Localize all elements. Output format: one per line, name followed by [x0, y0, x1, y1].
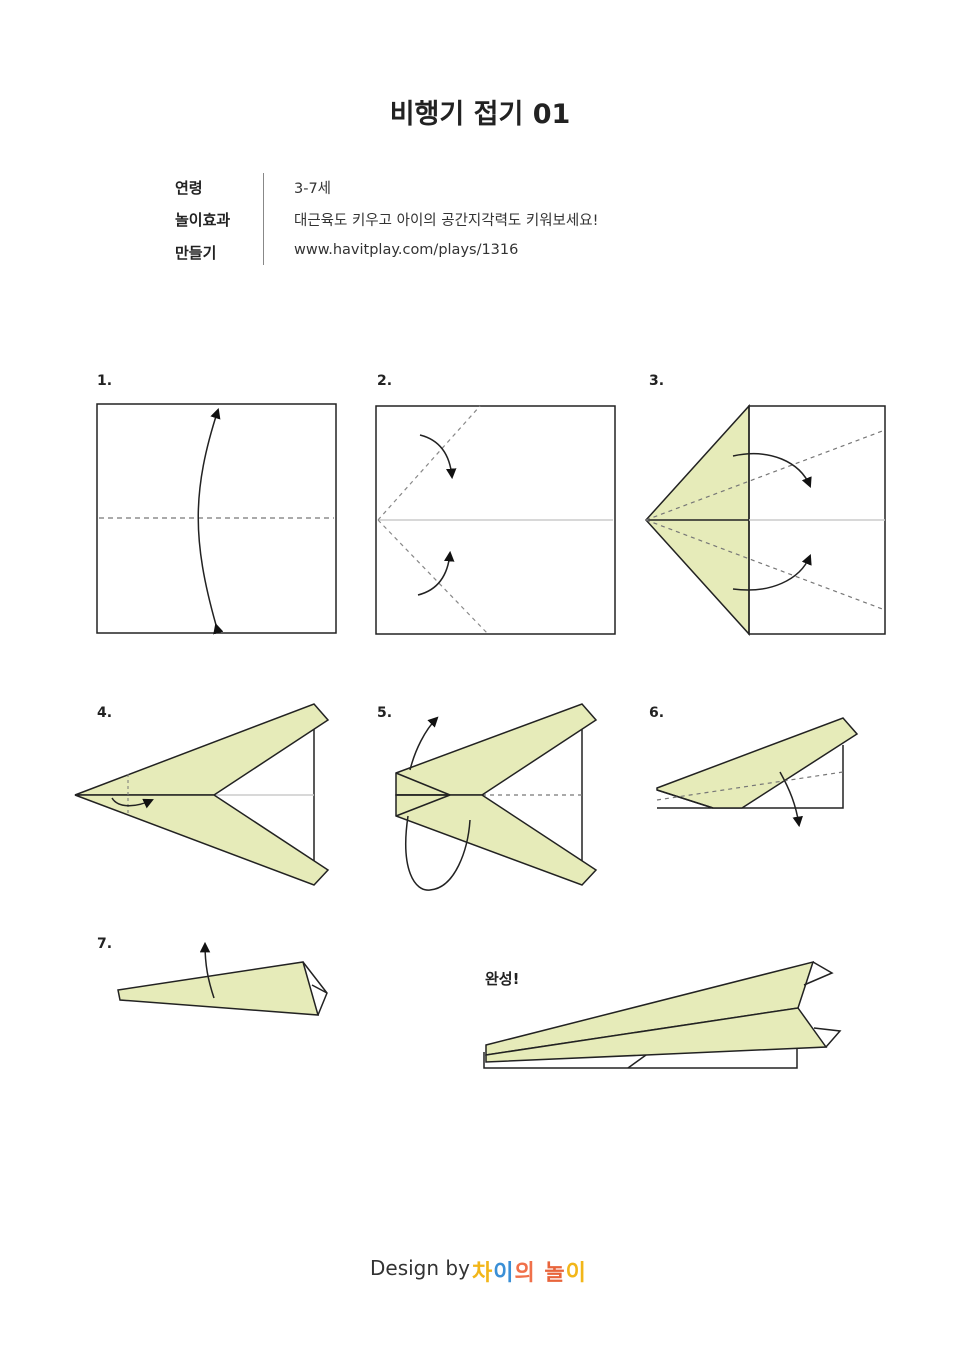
step-2-label: 2. — [377, 373, 393, 389]
info-label-effect: 놀이효과 — [175, 211, 231, 229]
step-1-label: 1. — [97, 373, 113, 389]
info-value-url[interactable]: www.havitplay.com/plays/1316 — [294, 242, 519, 258]
page-title: 비행기 접기 01 — [389, 99, 571, 130]
info-value-effect: 대근육도 키우고 아이의 공간지각력도 키워보세요! — [294, 213, 599, 229]
step-2-diagram — [375, 405, 616, 635]
step-4-diagram — [74, 703, 330, 886]
step-5-diagram — [395, 703, 598, 891]
step-6-label: 6. — [649, 705, 665, 721]
step-7-label: 7. — [97, 936, 113, 952]
divider — [263, 173, 264, 265]
step-5-label: 5. — [377, 705, 393, 721]
step-3-diagram — [644, 404, 886, 636]
info-value-age: 3-7세 — [294, 181, 332, 197]
step-1-diagram — [96, 403, 337, 635]
finished-plane-diagram — [483, 960, 842, 1069]
brand-logo: 차이의 놀이 — [472, 1261, 587, 1286]
info-label-age: 연령 — [175, 179, 203, 197]
design-by-text: Design by — [370, 1256, 470, 1280]
info-label-make: 만들기 — [175, 244, 217, 262]
done-label: 완성! — [485, 970, 520, 988]
step-3-label: 3. — [649, 373, 665, 389]
step-4-label: 4. — [97, 705, 113, 721]
step-7-diagram — [117, 941, 328, 1016]
step-6-diagram — [656, 717, 859, 828]
